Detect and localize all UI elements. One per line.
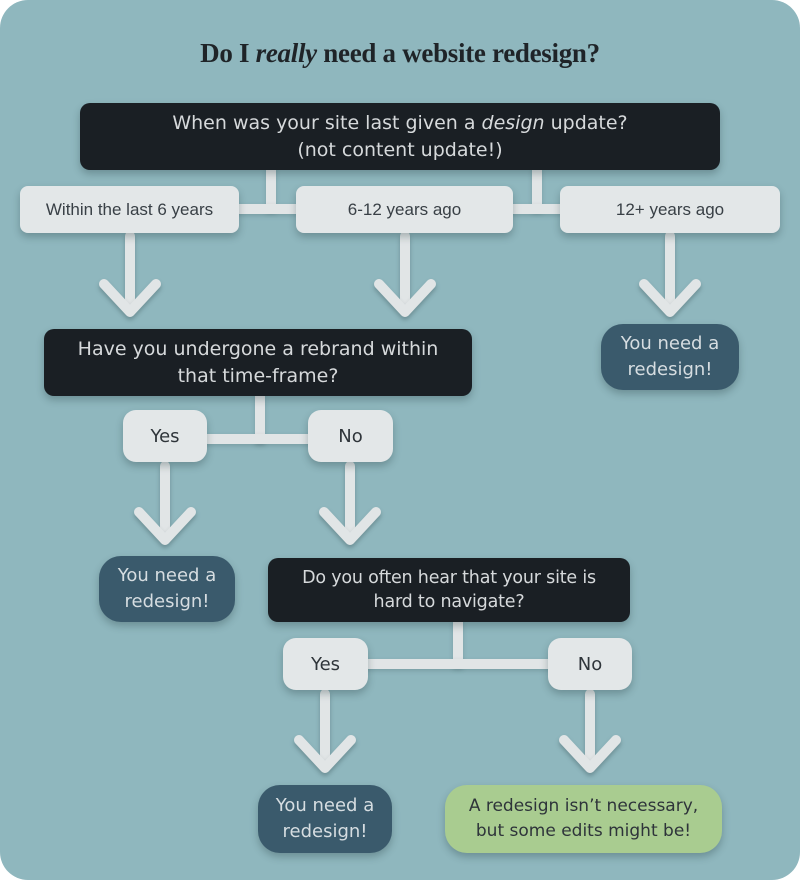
question-box-rebrand: Have you undergone a rebrand within that… bbox=[44, 329, 472, 396]
down-arrow-icon bbox=[134, 461, 196, 545]
question-1-line1-italic: design bbox=[481, 112, 545, 135]
down-arrow-icon bbox=[319, 461, 381, 545]
question-box-hard-to-navigate: Do you often hear that your site is hard… bbox=[268, 558, 630, 622]
down-arrow-icon bbox=[639, 231, 701, 317]
yes-box-2: Yes bbox=[283, 638, 368, 690]
question-box-design-update: When was your site last given a design u… bbox=[80, 103, 720, 170]
option-label: Within the last 6 years bbox=[45, 199, 214, 219]
question-1-line1-pre: When was your site last given a bbox=[172, 112, 482, 135]
result-redesign-line1: You need a bbox=[620, 332, 720, 354]
result-redesign-line2: redesign! bbox=[282, 821, 368, 842]
no-label: No bbox=[338, 425, 363, 447]
question-1-line2: (not content update!) bbox=[297, 138, 503, 161]
result-redesign-line2: redesign! bbox=[124, 591, 210, 612]
result-no-redesign-line2: but some edits might be! bbox=[475, 821, 692, 841]
result-no-redesign-line1: A redesign isn’t necessary, bbox=[468, 795, 699, 816]
yes-label: Yes bbox=[310, 653, 341, 675]
question-3-line1: Do you often hear that your site is bbox=[302, 567, 596, 588]
option-box-6-12-years: 6-12 years ago bbox=[296, 186, 513, 233]
option-label: 6-12 years ago bbox=[347, 199, 462, 219]
option-box-within-6-years: Within the last 6 years bbox=[20, 186, 239, 233]
title-text-pre: Do I bbox=[200, 38, 256, 68]
title-text-italic: really bbox=[255, 38, 317, 68]
result-redesign-line1: You need a bbox=[275, 794, 375, 816]
no-box-2: No bbox=[548, 638, 632, 690]
down-arrow-icon bbox=[374, 231, 436, 317]
option-box-12-plus-years: 12+ years ago bbox=[560, 186, 780, 233]
no-label: No bbox=[577, 653, 603, 675]
question-2-line2: that time-frame? bbox=[177, 364, 339, 387]
yes-box-1: Yes bbox=[123, 410, 207, 462]
question-1-line1-post: update? bbox=[544, 112, 628, 135]
title-text-post: need a website redesign? bbox=[316, 38, 600, 68]
down-arrow-icon bbox=[99, 231, 161, 317]
result-redesign-line2: redesign! bbox=[627, 359, 713, 380]
result-box-redesign-2: You need a redesign! bbox=[99, 556, 235, 622]
result-redesign-line1: You need a bbox=[117, 564, 217, 586]
result-box-redesign-1: You need a redesign! bbox=[601, 324, 739, 390]
question-3-line2: hard to navigate? bbox=[373, 592, 525, 612]
result-box-no-redesign: A redesign isn’t necessary, but some edi… bbox=[445, 785, 722, 853]
result-box-redesign-3: You need a redesign! bbox=[258, 785, 392, 853]
down-arrow-icon bbox=[559, 689, 621, 773]
yes-label: Yes bbox=[150, 425, 180, 447]
question-2-line1: Have you undergone a rebrand within bbox=[77, 338, 439, 361]
option-label: 12+ years ago bbox=[615, 199, 725, 219]
no-box-1: No bbox=[308, 410, 393, 462]
down-arrow-icon bbox=[294, 689, 356, 773]
page-title: Do I really need a website redesign? bbox=[0, 38, 800, 69]
